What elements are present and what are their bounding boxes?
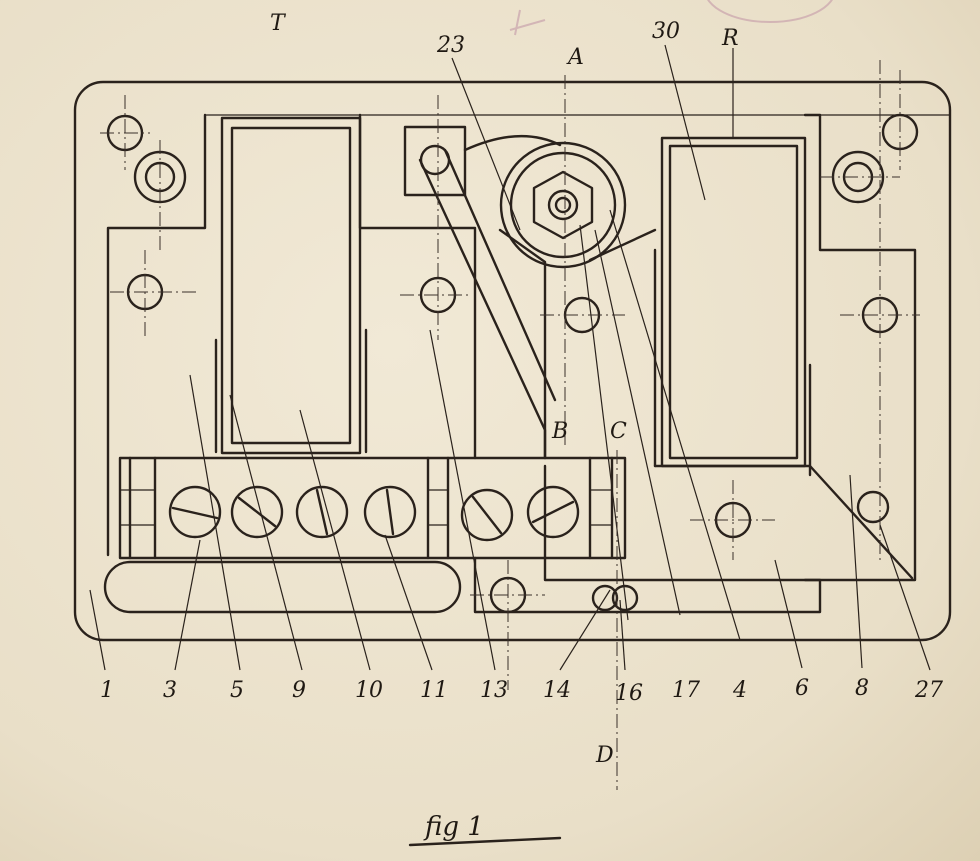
label-17: 17	[672, 678, 700, 703]
label-4: 4	[732, 678, 747, 703]
label-27: 27	[914, 678, 943, 703]
ratchet-wheel	[499, 141, 627, 269]
figure-caption: fig 1	[423, 812, 484, 842]
stamp-mark	[509, 0, 833, 36]
label-11: 11	[420, 678, 448, 703]
center-lines	[100, 60, 920, 790]
label-8: 8	[855, 676, 869, 701]
base-plate	[73, 80, 952, 642]
coil-t	[214, 116, 368, 455]
label-5: 5	[230, 678, 244, 703]
label-c: C	[610, 419, 627, 444]
left-bracket	[106, 113, 207, 557]
label-3: 3	[163, 678, 177, 703]
terminal-block	[118, 456, 627, 560]
label-30: 30	[652, 19, 680, 44]
label-13: 13	[480, 678, 508, 703]
handle-bar	[103, 560, 462, 614]
label-10: 10	[355, 678, 383, 703]
label-r: R	[721, 26, 739, 51]
caption-underline	[408, 836, 562, 847]
label-b: B	[551, 419, 568, 444]
coil-r	[653, 136, 812, 468]
armature-plate	[653, 464, 914, 580]
label-6: 6	[795, 676, 809, 701]
label-1: 1	[100, 678, 114, 703]
leader-lines	[89, 44, 931, 671]
label-t: T	[270, 11, 287, 36]
label-16: 16	[615, 681, 643, 706]
label-d: D	[595, 743, 614, 768]
terminal-screws	[168, 485, 580, 542]
label-23: 23	[436, 33, 465, 58]
bottom-labels: 1 3 5 9 10 11 13 14 16 17 4 6 8 27	[100, 676, 943, 706]
hex-nut	[532, 170, 594, 240]
label-a: A	[566, 45, 584, 70]
pawl-block	[403, 125, 467, 197]
label-14: 14	[543, 678, 571, 703]
label-9: 9	[292, 678, 306, 703]
